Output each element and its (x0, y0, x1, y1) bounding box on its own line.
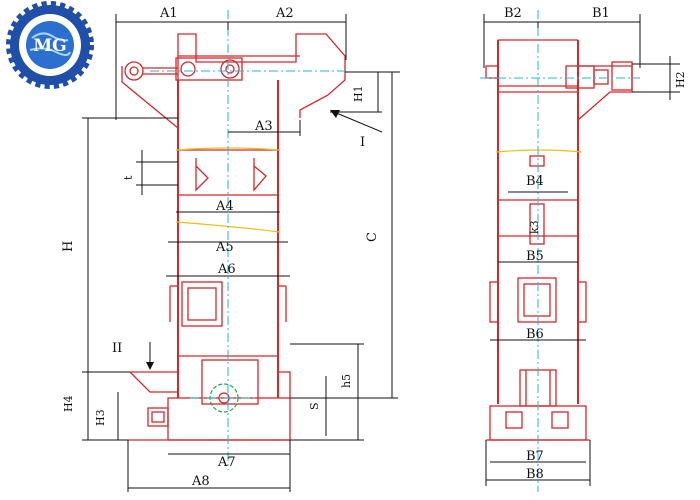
dim-h3: H3 (94, 409, 107, 426)
dim-a1: A1 (159, 6, 178, 21)
dim-h5: h5 (340, 374, 353, 388)
dim-a4: A4 (215, 199, 234, 214)
section-ii: II (112, 341, 122, 356)
dim-h4: H4 (62, 395, 75, 412)
dim-c: C (365, 232, 380, 242)
front-view-labels: A1 A2 A3 A4 A5 A6 A7 A8 H H1 H3 H4 h5 t … (61, 6, 380, 489)
dim-a3: A3 (254, 119, 273, 134)
dim-a8: A8 (191, 474, 210, 489)
logo-text: MG (33, 36, 66, 56)
section-i: I (360, 135, 365, 150)
dim-b4: B4 (526, 174, 544, 189)
dim-k3: k3 (528, 220, 541, 234)
side-view (480, 10, 680, 492)
dim-b1: B1 (592, 6, 610, 21)
mg-logo: MG (6, 1, 94, 89)
dim-b6: B6 (526, 327, 544, 342)
dim-h: H (61, 241, 76, 252)
side-view-labels: B2 B1 H2 B4 k3 B5 B6 B7 B8 (504, 6, 687, 482)
dim-a5: A5 (215, 240, 234, 255)
dim-b8: B8 (526, 467, 544, 482)
dim-a6: A6 (217, 262, 236, 277)
dim-b5: B5 (526, 249, 544, 264)
dim-a7: A7 (217, 455, 236, 470)
dim-h2: H2 (674, 71, 687, 88)
dim-s: S (308, 402, 321, 410)
dim-a2: A2 (275, 6, 294, 21)
dim-t: t (122, 175, 135, 180)
dim-b2: B2 (504, 6, 522, 21)
dim-b7: B7 (526, 449, 544, 464)
dim-h1: H1 (352, 85, 365, 102)
front-view (82, 10, 400, 492)
